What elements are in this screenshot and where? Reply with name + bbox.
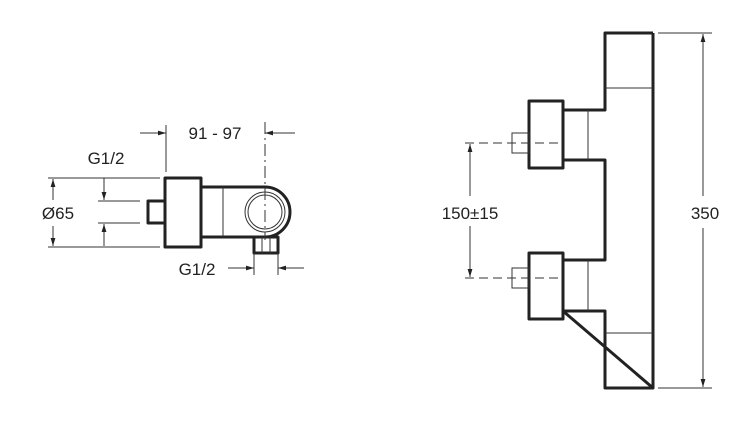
height-dimension: 350	[691, 204, 719, 223]
side-view: 91 - 97 Ø65 G1/2 G1/2	[42, 122, 304, 279]
depth-dimension: 91 - 97	[189, 124, 242, 143]
inlet-stub	[146, 199, 167, 225]
wall-flange	[163, 176, 203, 249]
outlet-thread-dimension: G1/2	[179, 260, 216, 279]
front-view: 150±15 350	[442, 31, 719, 390]
outlet-stub	[252, 235, 280, 255]
lower-inlet-block	[527, 251, 565, 321]
valve-body-front	[561, 31, 655, 390]
upper-inlet-block	[527, 99, 565, 170]
diameter-dimension: Ø65	[42, 204, 74, 223]
inlet-spacing-dimension: 150±15	[442, 204, 499, 223]
inlet-thread-dimension: G1/2	[88, 149, 125, 168]
